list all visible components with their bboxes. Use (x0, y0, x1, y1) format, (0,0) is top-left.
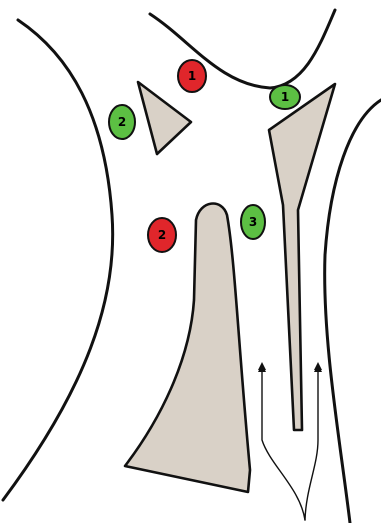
signal-marker-green-3: 3 (241, 205, 265, 239)
signal-marker-label: 1 (188, 69, 196, 83)
signal-marker-label: 3 (249, 215, 257, 229)
signal-marker-green-1: 1 (270, 85, 300, 109)
signal-marker-red-2: 2 (148, 218, 176, 252)
road-edge-left (3, 20, 113, 500)
road-edge-right (325, 100, 381, 523)
signal-marker-label: 2 (158, 228, 166, 242)
signal-marker-label: 2 (118, 115, 126, 129)
signal-marker-label: 1 (281, 90, 289, 104)
signal-marker-red-1: 1 (178, 60, 206, 92)
triangle-island-left (138, 82, 191, 154)
lane-arrow-left (258, 362, 266, 370)
lane-path-right (305, 368, 318, 520)
lane-arrow-right (314, 362, 322, 370)
central-splitter-island (125, 204, 250, 492)
signal-marker-green-2: 2 (109, 105, 135, 139)
